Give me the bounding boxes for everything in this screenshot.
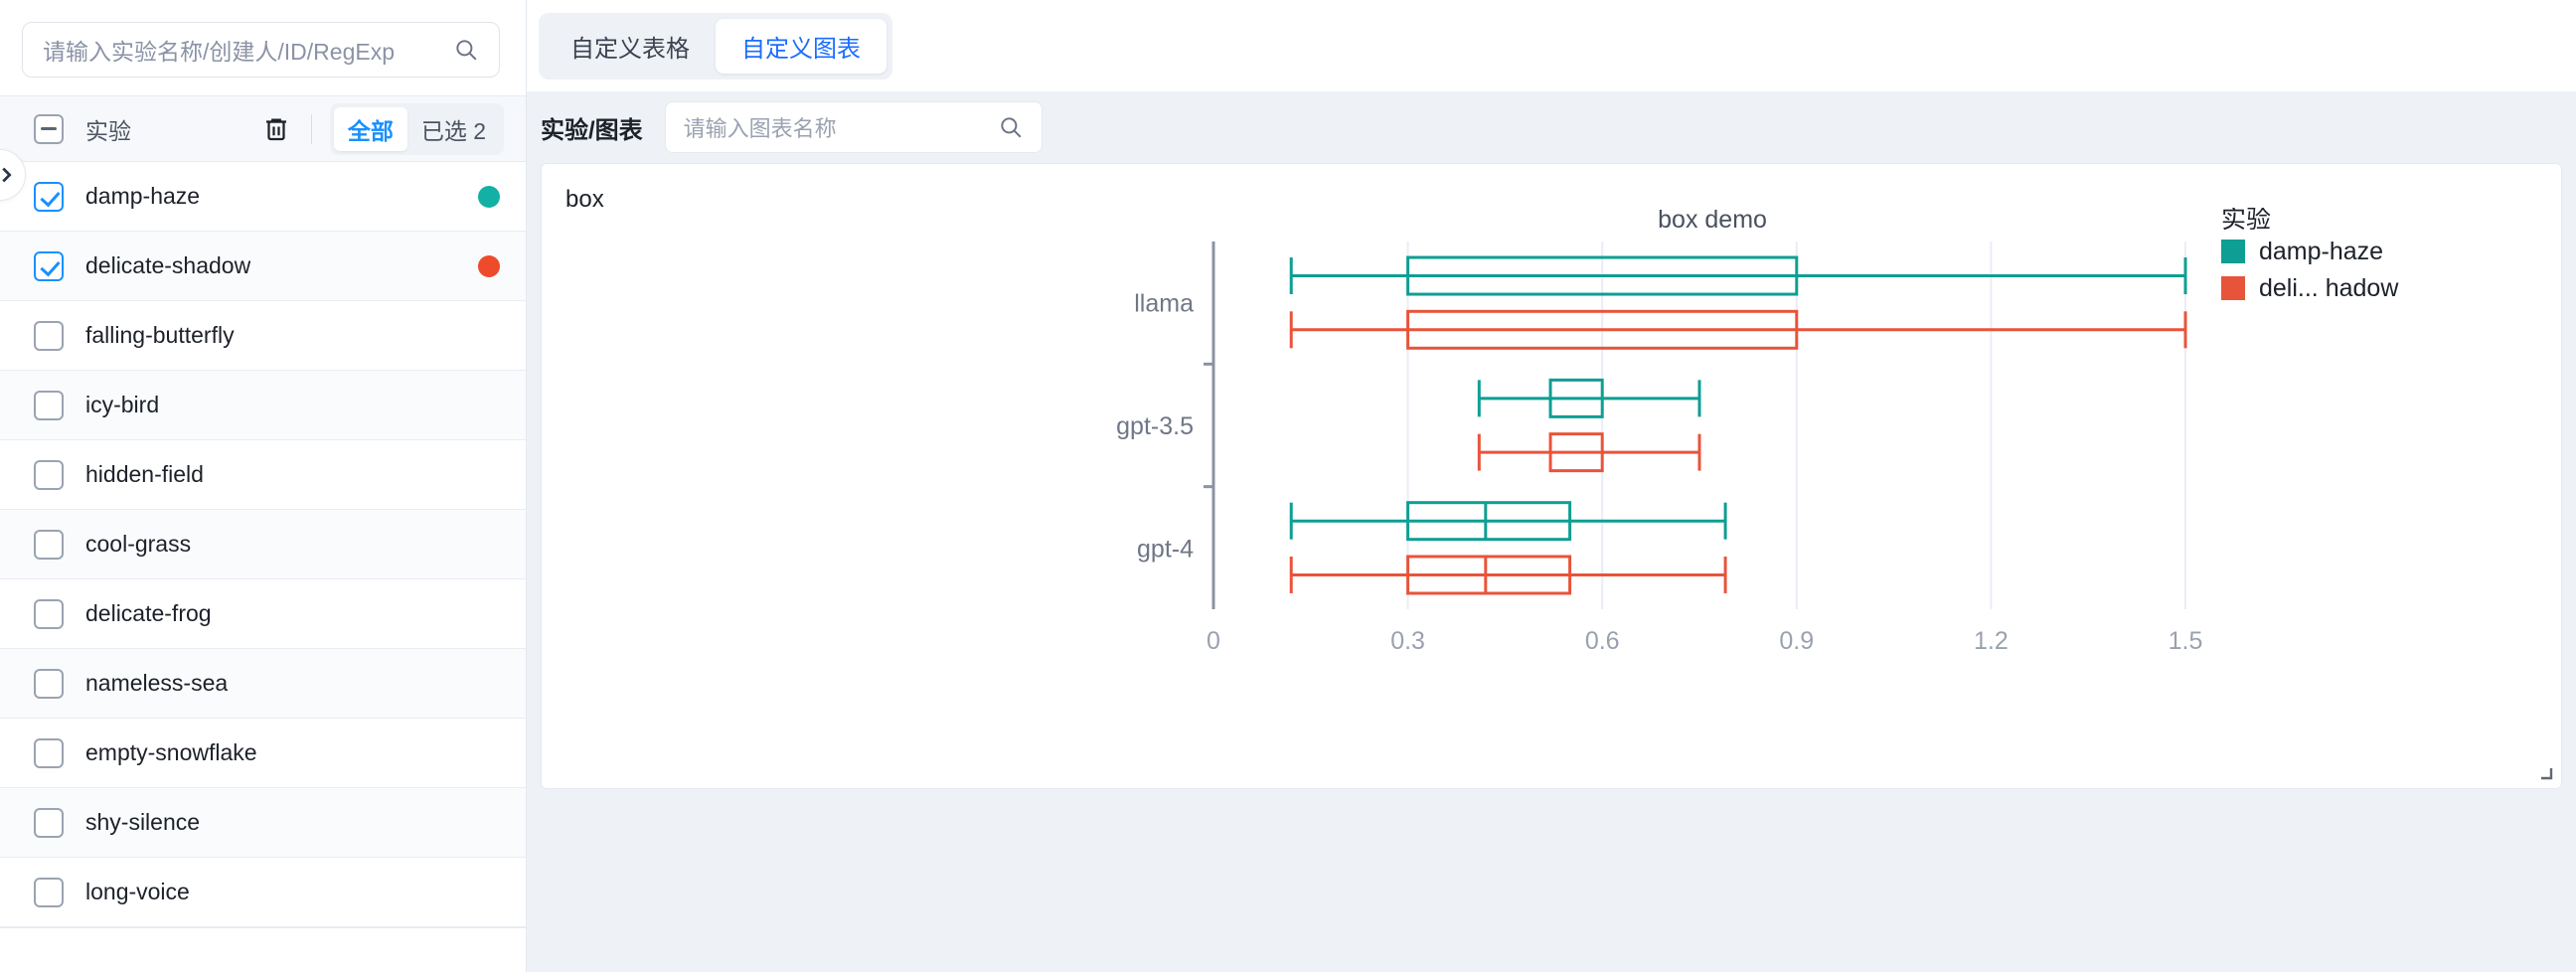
list-item[interactable]: empty-snowflake — [0, 719, 526, 788]
legend-title: 实验 — [2221, 208, 2271, 234]
experiment-name: damp-haze — [85, 183, 201, 209]
experiment-checkbox[interactable] — [34, 181, 64, 212]
list-item[interactable]: damp-haze — [0, 162, 526, 232]
experiment-checkbox[interactable] — [34, 737, 64, 768]
filter-segmented-control: 全部 已选 2 — [329, 102, 504, 155]
experiment-name: cool-grass — [85, 531, 192, 557]
x-axis-tick-label: 1.5 — [2169, 627, 2203, 655]
x-axis-tick-label: 0 — [1207, 627, 1220, 655]
legend-label: deli... hadow — [2259, 274, 2399, 302]
boxplot-svg: llama gpt-3.5 gpt-4 0 0.3 0.6 0.9 1.2 1.5 box dem… — [1116, 208, 2399, 655]
experiment-list-panel: 实验 全部 已选 2 damp-ha — [0, 95, 526, 928]
experiment-checkbox[interactable] — [34, 390, 64, 420]
experiment-checkbox[interactable] — [34, 598, 64, 629]
list-item[interactable]: long-voice — [0, 858, 526, 927]
chart-card[interactable]: box llama gpt-3.5 gpt-4 0 0.3 0.6 0.9 1.2 1.5 box… — [541, 163, 2562, 789]
experiment-checkbox[interactable] — [34, 668, 64, 699]
experiment-list-header: 实验 全部 已选 2 — [0, 96, 526, 162]
experiment-color-dot — [478, 254, 500, 277]
experiment-checkbox[interactable] — [34, 250, 64, 281]
legend-label: damp-haze — [2259, 238, 2383, 265]
chart-content-area: 实验/图表 请输入图表名称 box llama gpt-3.5 gpt-4 0 0.3 0… — [527, 91, 2576, 972]
experiment-list-header-actions: 全部 已选 2 — [261, 102, 504, 155]
x-axis-tick-label: 0.3 — [1390, 627, 1425, 655]
y-axis-label: llama — [1134, 290, 1194, 318]
experiment-name: empty-snowflake — [85, 739, 257, 765]
boxplot-box — [1289, 501, 1727, 542]
search-placeholder: 请输入实验名称/创建人/ID/RegExp — [43, 39, 395, 65]
experiment-name: falling-butterfly — [85, 322, 235, 348]
experiment-name: icy-bird — [85, 392, 160, 417]
x-axis-tick-label: 0.6 — [1585, 627, 1620, 655]
search-icon[interactable] — [453, 37, 479, 63]
experiment-list: damp-haze delicate-shadow falling-butterfl… — [0, 162, 526, 927]
header-divider — [310, 113, 312, 144]
experiment-name: delicate-shadow — [85, 252, 251, 278]
y-axis-label: gpt-3.5 — [1116, 412, 1194, 440]
boxplot-box — [1477, 432, 1701, 473]
list-item[interactable]: nameless-sea — [0, 649, 526, 719]
x-axis-tick-label: 0.9 — [1779, 627, 1814, 655]
chart-card-wrapper: box llama gpt-3.5 gpt-4 0 0.3 0.6 0.9 1.2 1.5 box… — [527, 163, 2576, 789]
chart-toolbar: 实验/图表 请输入图表名称 — [527, 91, 2576, 163]
sidebar-search-area: 请输入实验名称/创建人/ID/RegExp — [0, 0, 526, 95]
list-item[interactable]: cool-grass — [0, 510, 526, 579]
main-content: 自定义表格 自定义图表 实验/图表 请输入图表名称 box — [527, 0, 2576, 972]
experiment-list-title: 实验 — [85, 117, 131, 144]
tab-bar: 自定义表格 自定义图表 — [527, 0, 2576, 91]
filter-selected-option[interactable]: 已选 2 — [420, 117, 486, 144]
experiment-checkbox[interactable] — [34, 807, 64, 838]
experiment-checkbox[interactable] — [34, 459, 64, 490]
x-axis-tick-label: 1.2 — [1974, 627, 2009, 655]
boxplot-box — [1289, 309, 2187, 350]
chart-search-placeholder: 请输入图表名称 — [683, 116, 837, 141]
tab-custom-table[interactable]: 自定义表格 — [570, 35, 690, 63]
y-axis-label: gpt-4 — [1137, 535, 1194, 563]
list-item[interactable]: delicate-shadow — [0, 232, 526, 301]
boxplot-box — [1289, 255, 2187, 296]
list-item[interactable]: hidden-field — [0, 440, 526, 510]
boxplot-box — [1477, 378, 1701, 418]
search-input[interactable]: 请输入实验名称/创建人/ID/RegExp — [22, 22, 500, 78]
boxplot-figure: llama gpt-3.5 gpt-4 0 0.3 0.6 0.9 1.2 1.5 box dem… — [542, 208, 2563, 790]
experiment-name: long-voice — [85, 879, 190, 904]
legend-swatch — [2221, 276, 2245, 300]
experiment-checkbox[interactable] — [34, 320, 64, 351]
list-item[interactable]: delicate-frog — [0, 579, 526, 649]
chart-card-title: box — [565, 186, 604, 213]
filter-all-option[interactable]: 全部 — [333, 106, 407, 151]
chart-section-label: 实验/图表 — [541, 116, 643, 144]
experiment-color-dot — [478, 185, 500, 208]
tab-group: 自定义表格 自定义图表 — [539, 12, 892, 80]
experiment-name: delicate-frog — [85, 600, 212, 626]
experiments-sidebar: 请输入实验名称/创建人/ID/RegExp 实验 — [0, 0, 527, 972]
chart-search-input[interactable]: 请输入图表名称 — [664, 101, 1043, 153]
experiment-checkbox[interactable] — [34, 529, 64, 560]
select-all-checkbox[interactable] — [34, 113, 64, 144]
list-item[interactable]: icy-bird — [0, 371, 526, 440]
experiment-name: nameless-sea — [85, 670, 229, 696]
legend-swatch — [2221, 240, 2245, 263]
boxplot-box — [1289, 555, 1727, 595]
chart-search-icon[interactable] — [998, 114, 1024, 140]
experiment-name: hidden-field — [85, 461, 204, 487]
resize-grip-icon[interactable] — [2537, 764, 2553, 780]
chevron-right-icon — [0, 164, 17, 186]
chart-title: box demo — [1658, 208, 1767, 234]
list-item[interactable]: shy-silence — [0, 788, 526, 858]
experiment-name: shy-silence — [85, 809, 201, 835]
experiment-checkbox[interactable] — [34, 877, 64, 907]
trash-icon[interactable] — [261, 114, 291, 144]
list-item[interactable]: falling-butterfly — [0, 301, 526, 371]
tab-custom-chart[interactable]: 自定义图表 — [716, 18, 886, 74]
